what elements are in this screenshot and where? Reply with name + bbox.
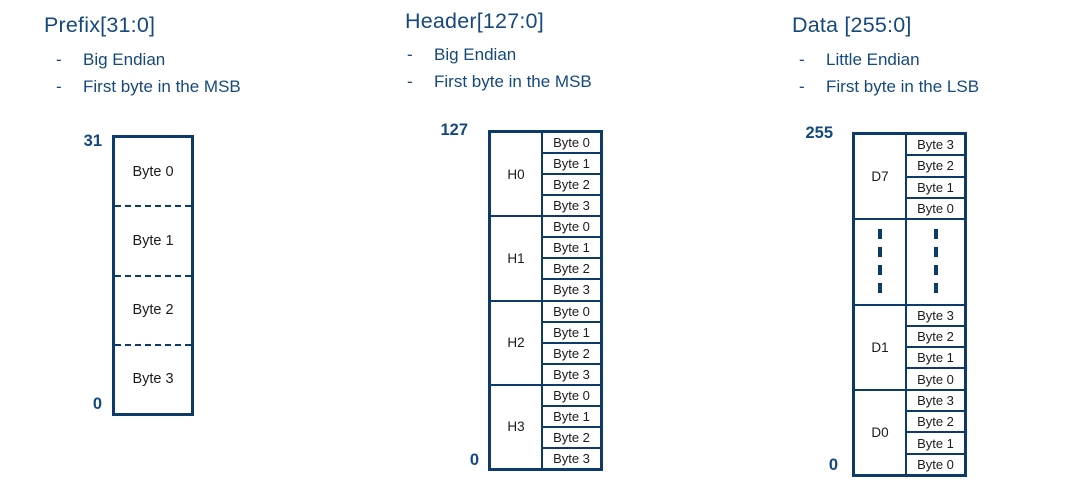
byte-cell: Byte 0 bbox=[907, 196, 964, 218]
bullet-dash: - bbox=[799, 77, 805, 96]
prefix-lsb-index: 0 bbox=[92, 395, 102, 413]
byte-cell: Byte 2 bbox=[543, 257, 600, 278]
byte-rows: Byte 0 Byte 1 Byte 2 Byte 3 bbox=[543, 302, 600, 384]
data-register-box: D7 Byte 3 Byte 2 Byte 1 Byte 0 D1 Byte 3… bbox=[852, 132, 967, 477]
bullet-dash: - bbox=[799, 50, 805, 69]
byte-rows: Byte 3 Byte 2 Byte 1 Byte 0 bbox=[907, 391, 964, 474]
bullet-text: First byte in the MSB bbox=[83, 77, 241, 96]
byte-cell: Byte 2 bbox=[907, 324, 964, 346]
byte-cell: Byte 3 bbox=[543, 278, 600, 299]
byte-cell: Byte 1 bbox=[907, 346, 964, 367]
prefix-title: Prefix[31:0] bbox=[44, 13, 156, 37]
header-word-group-h3: H3 Byte 0 Byte 1 Byte 2 Byte 3 bbox=[491, 383, 600, 468]
word-label: H2 bbox=[491, 301, 543, 384]
prefix-bullet-1: - Big Endian bbox=[56, 50, 165, 70]
byte-cell: Byte 0 bbox=[553, 387, 590, 403]
prefix-byte-cell: Byte 0 bbox=[132, 163, 174, 180]
bullet-text: Little Endian bbox=[826, 50, 920, 69]
word-label: D1 bbox=[855, 305, 907, 389]
bullet-text: Big Endian bbox=[83, 50, 166, 69]
byte-cell: Byte 3 bbox=[917, 137, 954, 153]
byte-cell: Byte 0 bbox=[907, 367, 964, 388]
bullet-text: First byte in the LSB bbox=[826, 77, 980, 96]
data-bullet-1: - Little Endian bbox=[799, 50, 920, 70]
byte-cell: Byte 3 bbox=[917, 307, 954, 323]
byte-cell: Byte 3 bbox=[917, 392, 954, 408]
header-register-box: H0 Byte 0 Byte 1 Byte 2 Byte 3 H1 Byte 0… bbox=[488, 130, 603, 471]
byte-cell: Byte 0 bbox=[553, 219, 590, 235]
bullet-dash: - bbox=[56, 77, 62, 96]
byte-cell: Byte 0 bbox=[907, 452, 964, 474]
byte-cell: Byte 3 bbox=[543, 362, 600, 384]
byte-cell: Byte 2 bbox=[543, 341, 600, 363]
word-label: H3 bbox=[491, 385, 543, 468]
ellipsis-cell bbox=[907, 220, 964, 303]
word-label: H0 bbox=[491, 133, 543, 216]
header-bullet-2: - First byte in the MSB bbox=[407, 72, 592, 92]
header-lsb-index: 0 bbox=[469, 451, 479, 469]
data-msb-index: 255 bbox=[805, 124, 833, 142]
header-bullet-1: - Big Endian bbox=[407, 45, 516, 65]
byte-cell: Byte 2 bbox=[543, 173, 600, 194]
prefix-bullet-2: - First byte in the MSB bbox=[56, 77, 241, 97]
ellipsis-cell bbox=[855, 220, 907, 304]
word-label: D7 bbox=[855, 135, 907, 219]
header-msb-index: 127 bbox=[440, 121, 468, 139]
byte-cell: Byte 1 bbox=[543, 320, 600, 342]
prefix-byte-cell: Byte 3 bbox=[115, 343, 191, 413]
bullet-text: First byte in the MSB bbox=[434, 72, 592, 91]
prefix-register-box: Byte 0 Byte 1 Byte 2 Byte 3 bbox=[112, 135, 194, 416]
byte-rows: Byte 3 Byte 2 Byte 1 Byte 0 bbox=[907, 135, 964, 218]
data-word-group-d7: D7 Byte 3 Byte 2 Byte 1 Byte 0 bbox=[855, 135, 964, 219]
bullet-dash: - bbox=[56, 50, 62, 69]
word-label: D0 bbox=[855, 390, 907, 474]
header-word-group-h0: H0 Byte 0 Byte 1 Byte 2 Byte 3 bbox=[491, 133, 600, 216]
data-lsb-index: 0 bbox=[828, 456, 838, 474]
byte-cell: Byte 2 bbox=[907, 410, 964, 431]
byte-rows: Byte 0 Byte 1 Byte 2 Byte 3 bbox=[543, 133, 600, 215]
byte-rows: Byte 0 Byte 1 Byte 2 Byte 3 bbox=[543, 386, 600, 468]
byte-cell: Byte 1 bbox=[543, 404, 600, 426]
data-word-group-d0: D0 Byte 3 Byte 2 Byte 1 Byte 0 bbox=[855, 388, 964, 474]
bullet-dash: - bbox=[407, 45, 413, 64]
data-word-group-d1: D1 Byte 3 Byte 2 Byte 1 Byte 0 bbox=[855, 303, 964, 389]
byte-cell: Byte 2 bbox=[543, 425, 600, 447]
byte-cell: Byte 1 bbox=[907, 431, 964, 452]
byte-cell: Byte 0 bbox=[553, 135, 590, 151]
byte-cell: Byte 2 bbox=[907, 154, 964, 175]
byte-cell: Byte 3 bbox=[543, 446, 600, 468]
data-bullet-2: - First byte in the LSB bbox=[799, 77, 979, 97]
word-label: H1 bbox=[491, 217, 543, 300]
data-title: Data [255:0] bbox=[792, 13, 912, 37]
vertical-ellipsis-dashes bbox=[933, 228, 938, 295]
byte-cell: Byte 1 bbox=[543, 236, 600, 257]
byte-rows: Byte 0 Byte 1 Byte 2 Byte 3 bbox=[543, 217, 600, 299]
byte-cell: Byte 3 bbox=[543, 194, 600, 215]
byte-cell: Byte 1 bbox=[543, 152, 600, 173]
header-word-group-h2: H2 Byte 0 Byte 1 Byte 2 Byte 3 bbox=[491, 299, 600, 384]
vertical-ellipsis-dashes bbox=[878, 228, 882, 295]
byte-cell: Byte 0 bbox=[553, 303, 590, 319]
data-ellipsis-group bbox=[855, 218, 964, 304]
byte-rows: Byte 3 Byte 2 Byte 1 Byte 0 bbox=[907, 306, 964, 389]
prefix-byte-cell: Byte 2 bbox=[115, 274, 191, 344]
prefix-msb-index: 31 bbox=[83, 132, 102, 150]
byte-cell: Byte 1 bbox=[907, 175, 964, 197]
header-title: Header[127:0] bbox=[405, 9, 544, 33]
bullet-text: Big Endian bbox=[434, 45, 517, 64]
bullet-dash: - bbox=[407, 72, 413, 91]
header-word-group-h1: H1 Byte 0 Byte 1 Byte 2 Byte 3 bbox=[491, 215, 600, 300]
prefix-byte-cell: Byte 1 bbox=[115, 205, 191, 274]
